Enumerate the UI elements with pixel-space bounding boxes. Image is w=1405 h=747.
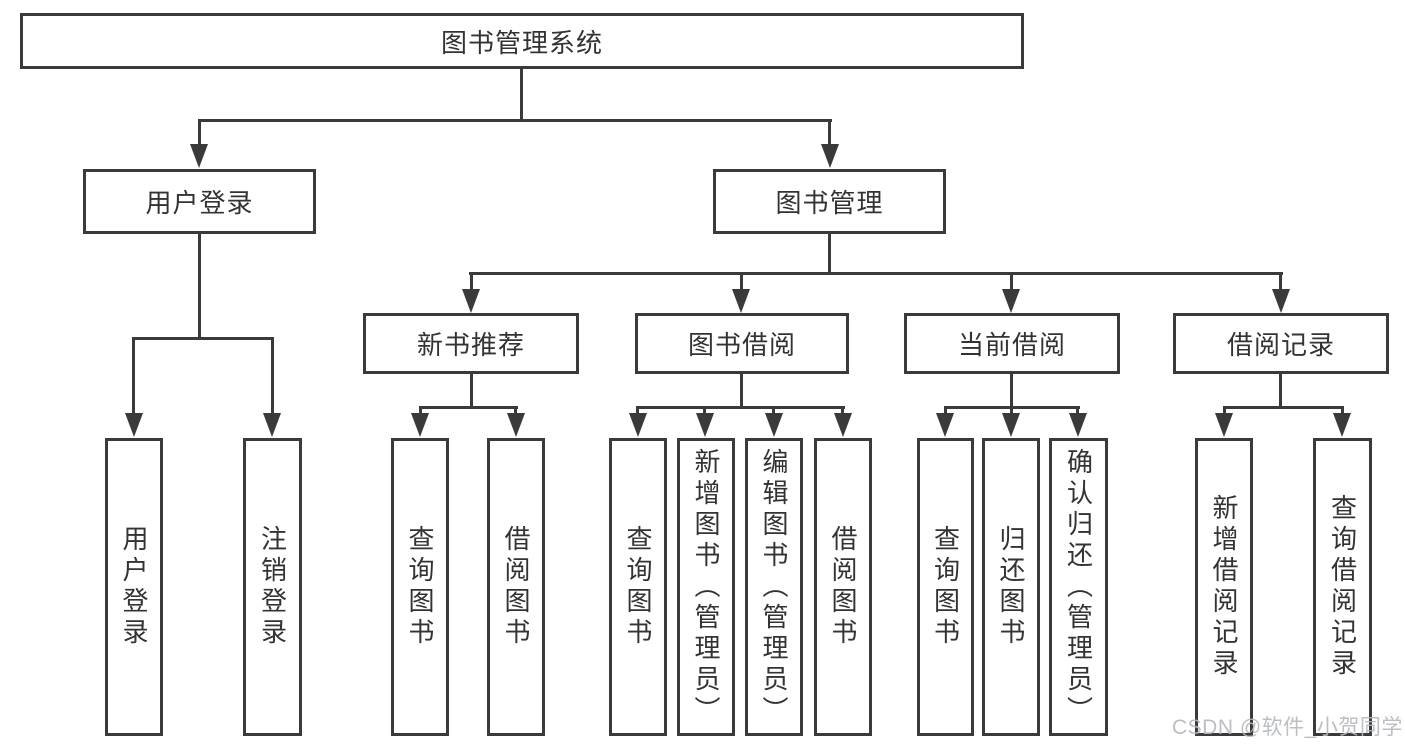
node-book-borrowing: 图书借阅 — [635, 313, 849, 374]
csdn-watermark: CSDN @软件_小贺同学 — [1172, 716, 1403, 739]
node-user-login-branch: 用户登录 — [83, 169, 316, 234]
arrowhead-down-icon — [1215, 413, 1233, 437]
node-label: 归还图书 — [996, 525, 1026, 649]
connector-line — [470, 272, 473, 292]
arrowhead-down-icon — [125, 413, 143, 437]
connector-line — [469, 272, 1283, 275]
arrowhead-down-icon — [629, 413, 647, 437]
arrowhead-down-icon — [765, 413, 783, 437]
connector-line — [520, 69, 523, 119]
connector-line — [198, 119, 832, 122]
arrowhead-down-icon — [696, 413, 714, 437]
node-label: 编辑图书（管理员） — [759, 447, 789, 727]
connector-line — [419, 406, 422, 416]
node-leaf-add-books-admin: 新增图书（管理员） — [677, 438, 735, 736]
connector-line — [132, 337, 274, 340]
arrowhead-down-icon — [190, 144, 208, 168]
node-label: 用户登录 — [119, 525, 149, 649]
connector-line — [740, 272, 743, 292]
connector-line — [740, 374, 743, 407]
connector-line — [828, 119, 831, 147]
connector-line — [636, 406, 639, 416]
node-library-management-system: 图书管理系统 — [20, 13, 1024, 69]
node-current-borrowing: 当前借阅 — [904, 313, 1120, 374]
arrowhead-down-icon — [263, 413, 281, 437]
node-label: 注销登录 — [257, 525, 288, 649]
connector-line — [419, 406, 518, 409]
node-leaf-borrow-books: 借阅图书 — [487, 438, 545, 736]
node-leaf-query-books-3: 查询图书 — [917, 438, 974, 736]
node-label: 查询借阅记录 — [1327, 494, 1358, 680]
node-label: 借阅图书 — [828, 525, 858, 649]
node-leaf-query-books-2: 查询图书 — [609, 438, 667, 736]
connector-line — [1223, 406, 1344, 409]
node-label: 新增借阅记录 — [1209, 494, 1239, 680]
connector-line — [470, 374, 473, 407]
arrowhead-down-icon — [1069, 413, 1087, 437]
node-label: 新增图书（管理员） — [691, 447, 721, 727]
arrowhead-down-icon — [1333, 413, 1351, 437]
node-leaf-query-borrow-record: 查询借阅记录 — [1313, 438, 1372, 736]
node-leaf-add-borrow-record: 新增借阅记录 — [1195, 438, 1253, 736]
node-leaf-edit-books-admin: 编辑图书（管理员） — [745, 438, 803, 736]
connector-line — [1010, 406, 1013, 416]
node-book-management-branch: 图书管理 — [713, 169, 946, 234]
connector-line — [1279, 272, 1282, 292]
connector-line — [198, 234, 201, 337]
node-leaf-logout: 注销登录 — [243, 438, 302, 736]
arrowhead-down-icon — [1002, 289, 1020, 313]
connector-line — [1341, 406, 1344, 416]
arrowhead-down-icon — [411, 413, 429, 437]
arrowhead-down-icon — [834, 413, 852, 437]
connector-line — [703, 406, 706, 416]
connector-line — [1010, 374, 1013, 407]
node-leaf-confirm-return-admin: 确认归还（管理员） — [1049, 438, 1108, 736]
node-label: 查询图书 — [405, 525, 435, 649]
arrowhead-down-icon — [507, 413, 525, 437]
node-borrowing-records: 借阅记录 — [1173, 313, 1389, 374]
connector-line — [514, 406, 517, 416]
node-label: 查询图书 — [930, 525, 961, 649]
node-leaf-return-books: 归还图书 — [982, 438, 1040, 736]
arrowhead-down-icon — [732, 289, 750, 313]
arrowhead-down-icon — [462, 289, 480, 313]
node-leaf-user-login: 用户登录 — [105, 438, 163, 736]
connector-line — [944, 406, 947, 416]
connector-line — [772, 406, 775, 416]
arrowhead-down-icon — [821, 144, 839, 168]
arrowhead-down-icon — [1272, 289, 1290, 313]
node-leaf-borrow-books-2: 借阅图书 — [814, 438, 872, 736]
connector-line — [132, 337, 135, 415]
connector-line — [1076, 406, 1079, 416]
connector-line — [198, 119, 201, 147]
connector-line — [271, 337, 274, 415]
arrowhead-down-icon — [936, 413, 954, 437]
connector-line — [636, 406, 845, 409]
node-leaf-query-books: 查询图书 — [391, 438, 449, 736]
arrowhead-down-icon — [1002, 413, 1020, 437]
connector-line — [841, 406, 844, 416]
connector-line — [1010, 272, 1013, 292]
node-label: 确认归还（管理员） — [1063, 447, 1094, 727]
node-label: 借阅图书 — [501, 525, 531, 649]
connector-line — [828, 234, 831, 273]
connector-line — [1279, 374, 1282, 406]
node-label: 查询图书 — [623, 525, 653, 649]
connector-line — [1223, 406, 1226, 416]
node-new-book-recommendation: 新书推荐 — [363, 313, 579, 374]
